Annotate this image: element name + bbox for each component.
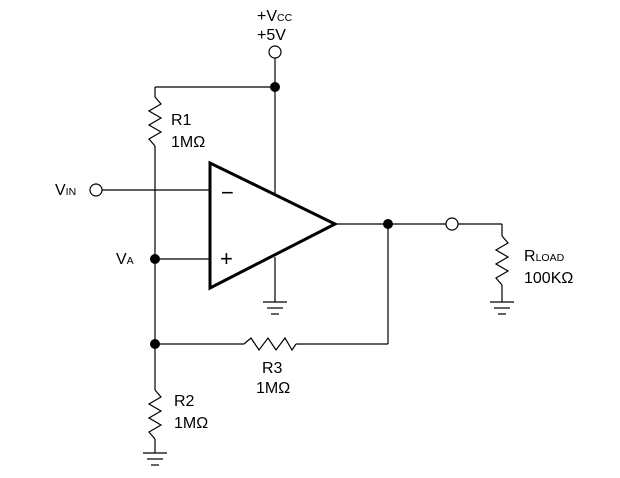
va-subscript: A (127, 255, 134, 267)
vin-symbol: V (55, 182, 66, 199)
rload-value: 100KΩ (524, 270, 573, 287)
opamp-minus: − (221, 180, 234, 205)
vin-label: VIN (55, 182, 76, 199)
r1-value: 1MΩ (171, 134, 205, 151)
opamp-triangle (208, 160, 339, 291)
r1-name: R1 (171, 112, 192, 129)
rload-symbol: R (524, 248, 536, 265)
vcc-terminal (268, 45, 282, 59)
resistor-r1 (147, 96, 163, 147)
vcc-value: +5V (257, 27, 286, 44)
r2-value: 1MΩ (174, 415, 208, 432)
vcc-symbol: +V (257, 8, 277, 25)
ground-opamp-icon (263, 301, 287, 315)
output-terminal (445, 217, 459, 231)
r3-name: R3 (262, 360, 283, 377)
ground-r2-icon (143, 452, 167, 466)
vcc-subscript: CC (277, 12, 293, 24)
r2-name: R2 (174, 393, 195, 410)
rload-name: RLOAD (524, 248, 565, 265)
vin-terminal (89, 183, 103, 197)
rload-subscript: LOAD (536, 252, 565, 264)
resistor-rload (494, 235, 510, 286)
resistor-r3 (243, 336, 297, 352)
resistor-r2 (147, 389, 163, 440)
opamp-plus: + (220, 246, 233, 271)
vin-subscript: IN (66, 186, 77, 198)
ground-load-icon (490, 301, 514, 315)
va-label: VA (116, 251, 134, 268)
r3-value: 1MΩ (256, 380, 290, 397)
vcc-label: +VCC (257, 8, 293, 25)
va-symbol: V (116, 251, 127, 268)
